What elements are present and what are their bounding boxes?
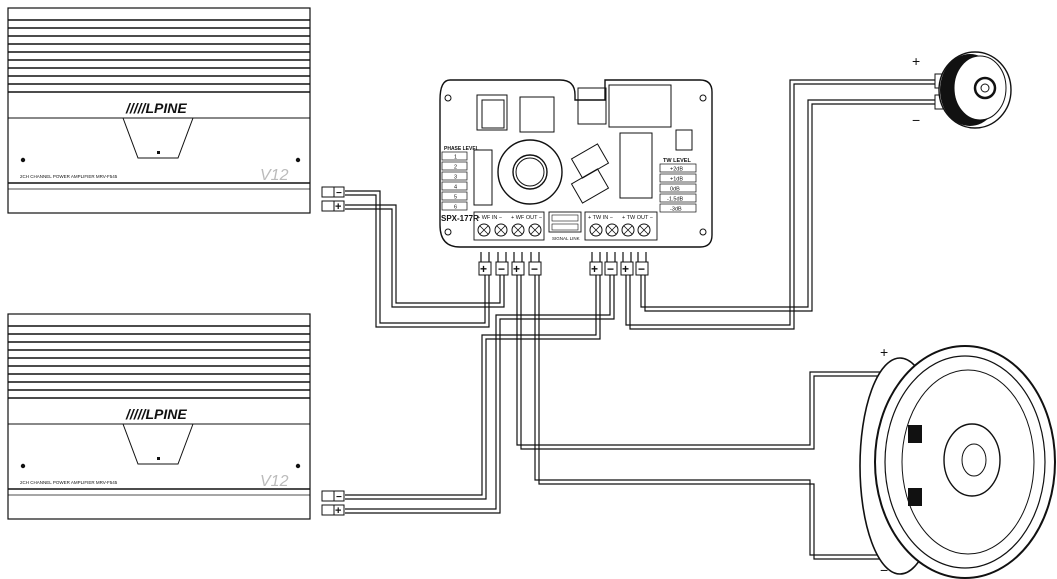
tw-option-2: +1dB xyxy=(670,177,683,183)
wire-amp2-b xyxy=(345,275,601,500)
amplifier-2-badge: V12 xyxy=(260,473,289,490)
tw-option-3: 0dB xyxy=(670,187,680,193)
wire-wfout-pos-b xyxy=(520,275,898,450)
tweeter: + − xyxy=(912,51,1012,129)
wire-twout-neg-b xyxy=(644,103,935,312)
wire-twout-pos-a xyxy=(625,79,935,326)
tw-option-1: +2dB xyxy=(670,167,683,173)
amplifier-1-terminal-pos: + xyxy=(335,201,341,213)
tw-out-neg: − xyxy=(638,262,645,276)
amplifier-2-screw-right xyxy=(295,463,301,469)
wire-amp2-c xyxy=(345,275,611,510)
amplifier-2: /////LPINE 2CH CHANNEL POWER AMPLIFIER M… xyxy=(7,313,311,520)
crossover-terminal-strip: + WF IN − + WF OUT − SIGNAL LINK + TW IN… xyxy=(473,211,658,241)
wf-in-neg: − xyxy=(498,262,505,276)
signal-link-label: SIGNAL LINK xyxy=(552,236,580,241)
wf-out-label: + WF OUT − xyxy=(511,215,542,221)
wire-wfout-pos-a xyxy=(516,275,898,446)
wf-screws xyxy=(477,223,542,237)
amplifier-1-screw-left xyxy=(20,157,26,163)
amplifier-1-terminals: − + xyxy=(321,186,345,213)
wire-wfout-neg-b xyxy=(538,275,898,560)
wires xyxy=(345,79,935,560)
wire-amp2-pos-outer xyxy=(345,202,484,495)
amplifier-2-screw-left xyxy=(20,463,26,469)
phase-option-6: 6 xyxy=(454,205,457,211)
wire-wfout-neg-a xyxy=(534,275,898,556)
amplifier-2-model-line: 2CH CHANNEL POWER AMPLIFIER MRV-F545 xyxy=(20,480,118,485)
tw-in-pos: + xyxy=(591,262,598,276)
wf-out-pos: + xyxy=(513,262,520,276)
amplifier-1-heatsink-fins xyxy=(8,19,310,93)
crossover-coil xyxy=(497,139,563,205)
tw-out-label: + TW OUT − xyxy=(622,215,653,221)
tw-screws xyxy=(589,223,651,237)
woofer-minus: − xyxy=(880,562,888,578)
tw-option-5: -3dB xyxy=(670,207,682,213)
wire-amp2-a xyxy=(345,275,597,496)
tw-in-neg: − xyxy=(607,262,614,276)
wire-twout-pos-b xyxy=(629,83,935,330)
crossover-model: SPX-177R xyxy=(441,214,479,223)
amplifier-1-screw-right xyxy=(295,157,301,163)
phase-option-3: 3 xyxy=(454,175,457,181)
tweeter-minus: − xyxy=(912,112,920,128)
tw-in-label: + TW IN − xyxy=(588,215,613,221)
wire-amp1-pos-inner xyxy=(345,194,490,328)
woofer-plus: + xyxy=(880,344,888,360)
phase-option-1: 1 xyxy=(454,155,457,161)
woofer: + − xyxy=(859,344,1056,579)
crossover-board: PHASE LEVEL 1 2 3 4 5 6 TW LEVEL +2dB xyxy=(439,79,713,276)
phase-option-4: 4 xyxy=(454,185,457,191)
amplifier-2-terminals: − + xyxy=(321,490,345,517)
amplifier-1: /////LPINE 2CH CHANNEL POWER AMPLIFIER M… xyxy=(7,7,311,214)
amplifier-2-terminal-pos: + xyxy=(335,505,341,517)
wf-out-neg: − xyxy=(531,262,538,276)
wf-in-pos: + xyxy=(480,262,487,276)
phase-option-2: 2 xyxy=(454,165,457,171)
wire-twout-neg-a xyxy=(640,99,935,308)
amplifier-1-brand: /////LPINE xyxy=(125,100,187,116)
tweeter-plus: + xyxy=(912,53,920,69)
phase-level-title: PHASE LEVEL xyxy=(444,146,479,152)
wf-in-label: + WF IN − xyxy=(477,215,502,221)
tw-level-title: TW LEVEL xyxy=(663,158,691,164)
amplifier-1-badge: V12 xyxy=(260,167,289,184)
amplifier-1-terminal-neg: − xyxy=(336,188,342,199)
tw-out-pos: + xyxy=(622,262,629,276)
wire-amp1-neg-outer xyxy=(345,204,501,304)
amplifier-2-brand: /////LPINE xyxy=(125,406,187,422)
phase-option-5: 5 xyxy=(454,195,457,201)
amplifier-2-heatsink-fins xyxy=(8,325,310,399)
amplifier-2-terminal-neg: − xyxy=(336,492,342,503)
tw-level-selector: TW LEVEL +2dB +1dB 0dB -1.5dB -3dB xyxy=(659,158,697,213)
tw-option-4: -1.5dB xyxy=(667,197,684,203)
phase-level-selector: PHASE LEVEL 1 2 3 4 5 6 xyxy=(441,146,479,211)
wire-amp1-neg-inner xyxy=(345,208,505,308)
wire-amp2-d xyxy=(345,275,615,514)
crossover-spade-connectors: + − + − + − + − xyxy=(478,252,649,276)
amplifier-1-model-line: 2CH CHANNEL POWER AMPLIFIER MRV-F545 xyxy=(20,174,118,179)
